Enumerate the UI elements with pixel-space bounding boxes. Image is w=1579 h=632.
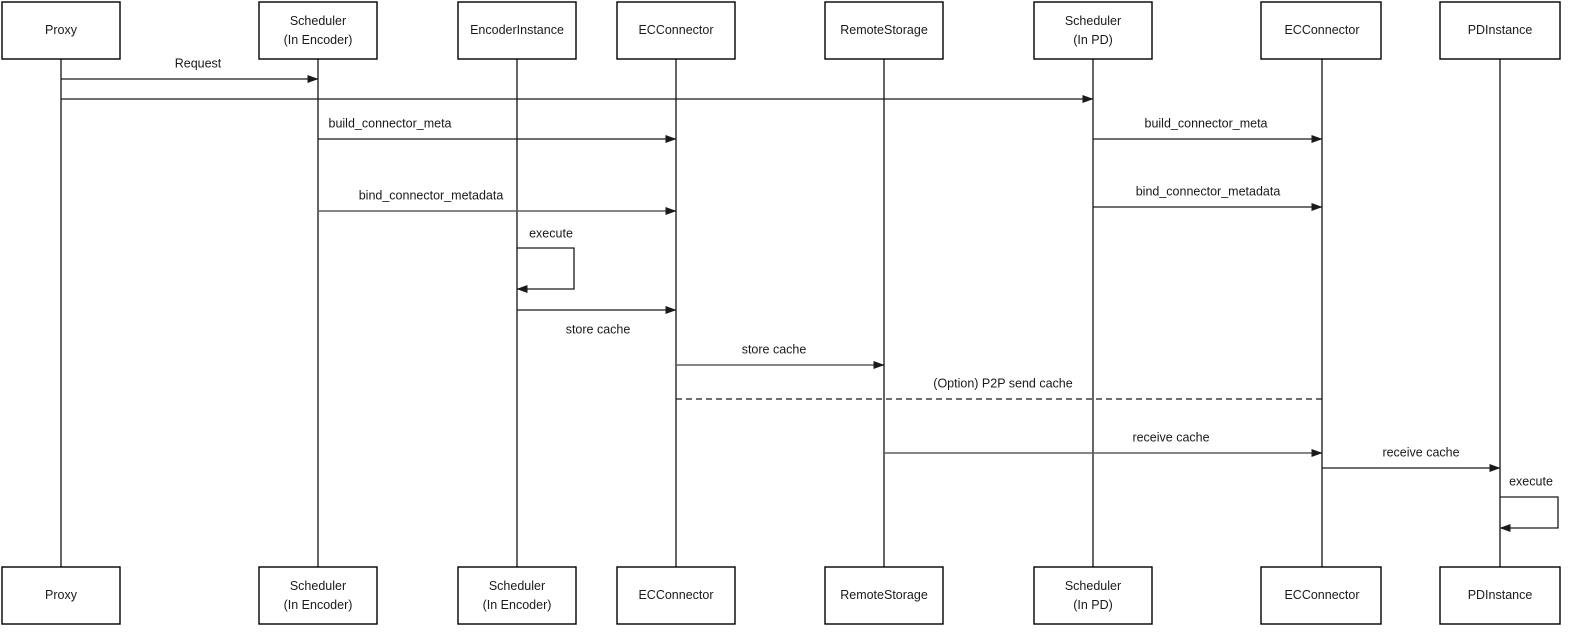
participant-label-sched_enc-line1: Scheduler xyxy=(290,14,346,28)
message-label-m7: store cache xyxy=(566,322,631,336)
participant-footer-box-sched_enc_f2 xyxy=(457,566,577,625)
message-m7[interactable]: store cache xyxy=(517,306,677,336)
participant-footer-remote_storage_f[interactable]: RemoteStorage xyxy=(824,566,944,625)
message-m5[interactable]: bind_connector_metadata xyxy=(318,188,677,215)
participant-box-remote_storage xyxy=(824,1,944,60)
participant-footer-label-ec_conn_right_f: ECConnector xyxy=(1284,588,1359,602)
message-m8[interactable]: store cache xyxy=(676,342,885,369)
message-label-m8: store cache xyxy=(742,342,807,356)
participant-footer-label-sched_pd_f-line1: Scheduler xyxy=(1065,579,1121,593)
message-m9[interactable]: (Option) P2P send cache xyxy=(676,376,1322,400)
message-m6[interactable]: bind_connector_metadata xyxy=(1093,184,1323,211)
participant-footer-label-sched_enc_f-line2: (In Encoder) xyxy=(284,598,353,612)
participant-footer-label-remote_storage_f: RemoteStorage xyxy=(840,588,928,602)
message-label-m1: Request xyxy=(175,56,222,70)
participant-sched_enc[interactable]: Scheduler (In Encoder) xyxy=(258,1,378,60)
participant-box-proxy xyxy=(1,1,121,60)
participant-footer-label-proxy_f: Proxy xyxy=(45,588,78,602)
message-m1[interactable]: Request xyxy=(61,56,319,83)
message-label-m9: (Option) P2P send cache xyxy=(933,376,1072,390)
message-m11[interactable]: receive cache xyxy=(1322,445,1501,472)
self-messages-layer: execute execute xyxy=(516,226,1559,532)
header-participants-layer: Proxy Scheduler (In Encoder) EncoderInstanc… xyxy=(1,1,1561,60)
participant-footer-label-pd_instance_f: PDInstance xyxy=(1468,588,1533,602)
participant-label-ec_conn_left: ECConnector xyxy=(638,23,713,37)
self-message-path-s1 xyxy=(516,247,575,293)
message-label-m11: receive cache xyxy=(1382,445,1459,459)
participant-footer-label-sched_pd_f-line2: (In PD) xyxy=(1073,598,1113,612)
participant-box-sched_pd xyxy=(1033,1,1153,60)
participant-pd_instance[interactable]: PDInstance xyxy=(1439,1,1561,60)
participant-footer-box-ec_conn_right_f xyxy=(1260,566,1382,625)
participant-footer-proxy_f[interactable]: Proxy xyxy=(1,566,121,625)
participant-footer-sched_pd_f[interactable]: Scheduler (In PD) xyxy=(1033,566,1153,625)
participant-footer-ec_conn_right_f[interactable]: ECConnector xyxy=(1260,566,1382,625)
message-m4[interactable]: build_connector_meta xyxy=(1093,116,1323,143)
participant-label-sched_pd-line1: Scheduler xyxy=(1065,14,1121,28)
participant-sched_pd[interactable]: Scheduler (In PD) xyxy=(1033,1,1153,60)
participant-footer-box-proxy_f xyxy=(1,566,121,625)
self-message-label-s1: execute xyxy=(529,226,573,240)
participant-footer-box-pd_instance_f xyxy=(1439,566,1561,625)
participant-footer-box-ec_conn_left_f xyxy=(616,566,736,625)
self-message-s2[interactable]: execute xyxy=(1499,474,1559,532)
participant-footer-label-sched_enc_f-line1: Scheduler xyxy=(290,579,346,593)
participant-footer-sched_enc_f2[interactable]: Scheduler (In Encoder) xyxy=(457,566,577,625)
participant-footer-label-ec_conn_left_f: ECConnector xyxy=(638,588,713,602)
participant-label-sched_enc-line2: (In Encoder) xyxy=(284,33,353,47)
footer-participants-layer: Proxy Scheduler (In Encoder) Scheduler (In E… xyxy=(1,566,1561,625)
self-message-s1[interactable]: execute xyxy=(516,226,575,293)
message-label-m4: build_connector_meta xyxy=(1145,116,1268,130)
participant-label-encoder_inst: EncoderInstance xyxy=(470,23,564,37)
participant-box-sched_enc xyxy=(258,1,378,60)
participant-remote_storage[interactable]: RemoteStorage xyxy=(824,1,944,60)
participant-label-proxy: Proxy xyxy=(45,23,78,37)
participant-footer-pd_instance_f[interactable]: PDInstance xyxy=(1439,566,1561,625)
participant-footer-label-sched_enc_f2-line2: (In Encoder) xyxy=(483,598,552,612)
lifelines-layer xyxy=(60,59,1501,567)
participant-label-sched_pd-line2: (In PD) xyxy=(1073,33,1113,47)
participant-footer-box-remote_storage_f xyxy=(824,566,944,625)
message-m3[interactable]: build_connector_meta xyxy=(318,116,677,143)
participant-footer-ec_conn_left_f[interactable]: ECConnector xyxy=(616,566,736,625)
participant-footer-box-sched_pd_f xyxy=(1033,566,1153,625)
participant-box-ec_conn_right xyxy=(1260,1,1382,60)
participant-proxy[interactable]: Proxy xyxy=(1,1,121,60)
participant-box-pd_instance xyxy=(1439,1,1561,60)
participant-label-remote_storage: RemoteStorage xyxy=(840,23,928,37)
participant-box-ec_conn_left xyxy=(616,1,736,60)
participant-ec_conn_left[interactable]: ECConnector xyxy=(616,1,736,60)
message-label-m10: receive cache xyxy=(1132,430,1209,444)
message-label-m6: bind_connector_metadata xyxy=(1136,184,1281,198)
message-m10[interactable]: receive cache xyxy=(884,430,1323,457)
message-label-m3: build_connector_meta xyxy=(329,116,452,130)
participant-label-ec_conn_right: ECConnector xyxy=(1284,23,1359,37)
messages-layer: Request build_connector_meta build_connect… xyxy=(61,56,1501,472)
self-message-label-s2: execute xyxy=(1509,474,1553,488)
participant-footer-sched_enc_f[interactable]: Scheduler (In Encoder) xyxy=(258,566,378,625)
participant-label-pd_instance: PDInstance xyxy=(1468,23,1533,37)
self-message-path-s2 xyxy=(1499,496,1559,532)
message-label-m5: bind_connector_metadata xyxy=(359,188,504,202)
participant-box-encoder_inst xyxy=(457,1,577,60)
participant-ec_conn_right[interactable]: ECConnector xyxy=(1260,1,1382,60)
participant-footer-label-sched_enc_f2-line1: Scheduler xyxy=(489,579,545,593)
participant-encoder_inst[interactable]: EncoderInstance xyxy=(457,1,577,60)
participant-footer-box-sched_enc_f xyxy=(258,566,378,625)
